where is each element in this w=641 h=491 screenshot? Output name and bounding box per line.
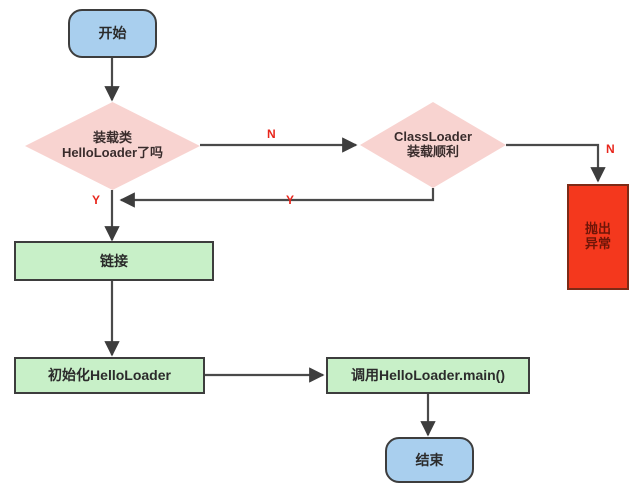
node-init-helloloader[interactable]: 初始化HelloLoader: [14, 357, 205, 394]
node-link-label: 链接: [100, 252, 128, 269]
node-decision-classloader-ok[interactable]: ClassLoader 装载顺利: [360, 102, 506, 188]
node-decision-classloader-ok-label: ClassLoader 装载顺利: [393, 129, 473, 159]
node-invoke-main[interactable]: 调用HelloLoader.main(): [326, 357, 530, 394]
node-decision-class-loaded[interactable]: 装载类 HelloLoader了吗: [25, 102, 200, 190]
node-start[interactable]: 开始: [68, 9, 157, 58]
edge-label-loaded-no: N: [267, 127, 276, 141]
node-throw-exception-label: 抛出 异常: [584, 221, 611, 251]
edge-classloader-no-to-exception: [506, 143, 606, 183]
node-throw-exception[interactable]: 抛出 异常: [567, 184, 629, 290]
edge-label-classloader-yes: Y: [286, 193, 295, 207]
edge-classloader-yes-to-spine: [119, 188, 435, 208]
node-end[interactable]: 结束: [385, 437, 474, 483]
edge-label-classloader-no: N: [606, 142, 615, 156]
node-decision-class-loaded-label: 装载类 HelloLoader了吗: [61, 130, 164, 160]
node-end-label: 结束: [415, 451, 444, 468]
node-link[interactable]: 链接: [14, 241, 214, 281]
node-init-helloloader-label: 初始化HelloLoader: [48, 367, 171, 384]
node-invoke-main-label: 调用HelloLoader.main(): [350, 367, 506, 384]
edge-label-loaded-yes: Y: [92, 193, 101, 207]
node-start-label: 开始: [98, 25, 127, 42]
